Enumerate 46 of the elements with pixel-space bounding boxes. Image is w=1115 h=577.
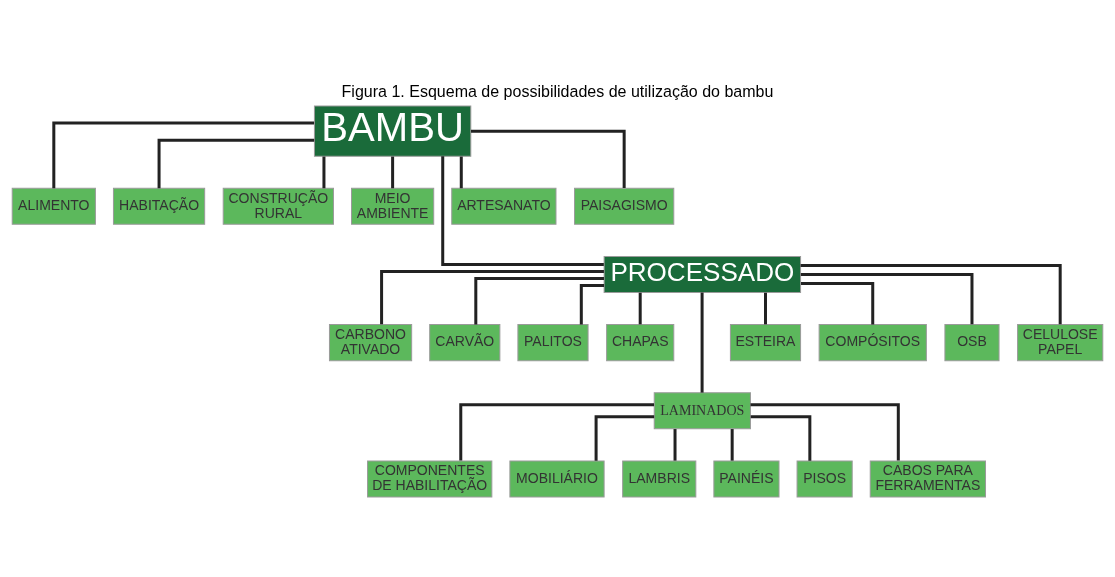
connector (471, 129, 626, 189)
node-box: PISOS (796, 460, 853, 498)
node-box: MOBILIÁRIO (509, 460, 605, 498)
node-box: MEIO AMBIENTE (351, 187, 435, 225)
node-box: ALIMENTO (11, 187, 96, 225)
connector (391, 156, 395, 189)
node-box: CONSTRUÇÃO RURAL (222, 187, 334, 225)
connector (157, 138, 315, 189)
node-box: LAMBRIS (622, 460, 697, 498)
connector (750, 403, 900, 461)
node-box: COMPÓSITOS (818, 324, 927, 362)
connector (380, 269, 604, 325)
connector (579, 284, 605, 325)
node-box: CABOS PARA FERRAMENTAS (869, 460, 986, 498)
node-box: PALITOS (517, 324, 589, 362)
connector (764, 292, 767, 325)
connector (730, 429, 734, 461)
connector (441, 156, 604, 266)
connector (322, 156, 326, 189)
node-box: OSB (944, 324, 1000, 362)
node-box: CARBONO ATIVADO (328, 324, 413, 362)
node-box: CHAPAS (606, 324, 675, 362)
node-box: PROCESSADO (603, 255, 802, 293)
connector (459, 156, 463, 189)
node-box: CARVÃO (429, 324, 501, 362)
connector (673, 429, 677, 461)
node-box: BAMBU (313, 105, 472, 157)
connector (594, 415, 655, 461)
node-box: LAMINADOS (653, 392, 751, 430)
node-box: COMPONENTES DE HABILITAÇÃO (367, 460, 493, 498)
connector (800, 263, 1062, 325)
connector (750, 415, 812, 461)
node-box: ESTEIRA (729, 324, 802, 362)
diagram-title: Figura 1. Esquema de possibilidades de utilização do bambu (341, 81, 774, 100)
connector (700, 292, 704, 393)
node-box: CELULOSE PAPEL (1017, 324, 1104, 362)
connector (52, 121, 315, 189)
node-box: PAISAGISMO (574, 187, 675, 225)
connector (459, 403, 655, 461)
connector (800, 272, 974, 325)
connector (474, 276, 604, 325)
node-box: ARTESANATO (451, 187, 557, 225)
connector (638, 292, 642, 325)
connector (800, 282, 875, 325)
node-box: PAINÉIS (713, 460, 780, 498)
node-box: HABITAÇÃO (112, 187, 206, 225)
